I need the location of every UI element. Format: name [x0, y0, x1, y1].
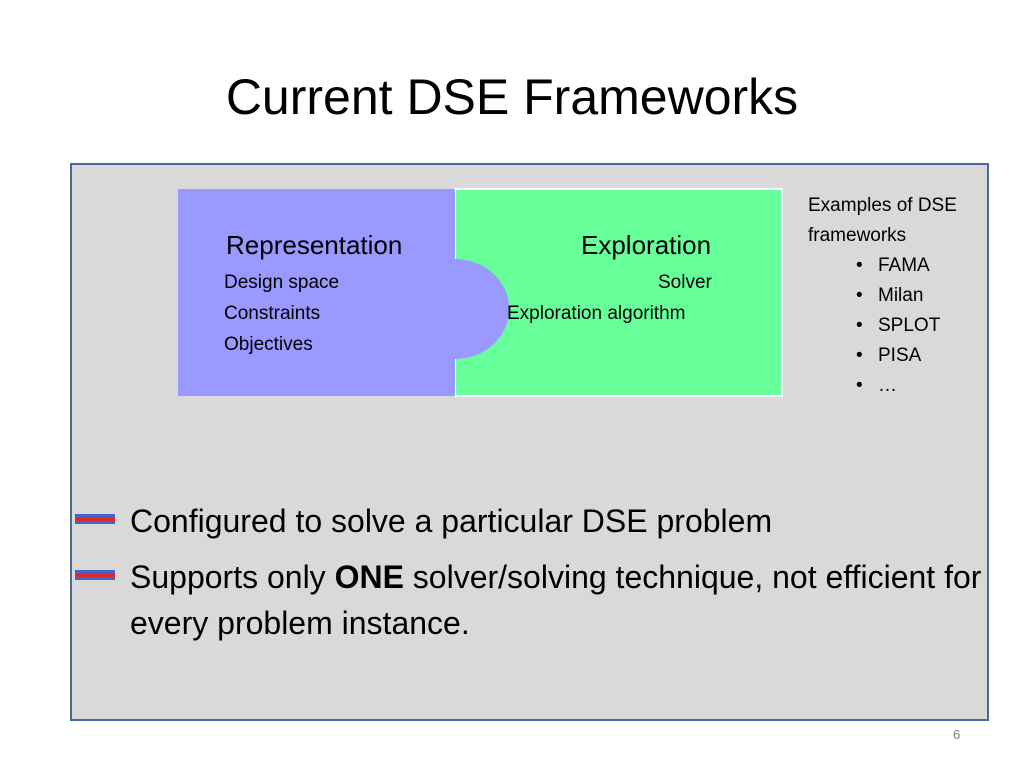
- example-item: …: [856, 371, 957, 401]
- examples-heading: Examples of DSE: [808, 195, 957, 216]
- exploration-block: [454, 188, 783, 397]
- examples-list: Examples of DSE frameworks FAMA Milan SP…: [808, 191, 957, 401]
- bullet-emphasis: ONE: [334, 559, 404, 595]
- examples-heading-cont: frameworks: [808, 225, 907, 246]
- bullet-text-suffix: solver/solving technique, not efficient …: [130, 559, 982, 641]
- example-item: SPLOT: [856, 311, 957, 341]
- page-number: 6: [953, 727, 961, 742]
- exploration-heading: Exploration: [581, 230, 712, 260]
- bullet-item: Supports only ONE solver/solving techniq…: [75, 554, 985, 646]
- exploration-item: Solver: [658, 272, 712, 293]
- representation-item: Constraints: [224, 303, 321, 324]
- bullet-marker-icon: [75, 570, 115, 580]
- bullet-text-prefix: Supports only: [130, 559, 335, 595]
- representation-item: Design space: [224, 272, 340, 293]
- representation-heading: Representation: [226, 230, 403, 260]
- example-item: FAMA: [856, 251, 957, 281]
- slide-title: Current DSE Frameworks: [225, 69, 799, 125]
- example-item: PISA: [856, 341, 957, 371]
- bullet-marker-icon: [75, 514, 115, 524]
- bullet-item: Configured to solve a particular DSE pro…: [75, 498, 985, 544]
- representation-block: [178, 189, 510, 396]
- representation-item: Objectives: [224, 334, 313, 355]
- bullet-text: Configured to solve a particular DSE pro…: [130, 503, 773, 539]
- example-item: Milan: [856, 281, 957, 311]
- exploration-item: Exploration algorithm: [507, 303, 686, 324]
- bullet-list: Configured to solve a particular DSE pro…: [75, 498, 985, 656]
